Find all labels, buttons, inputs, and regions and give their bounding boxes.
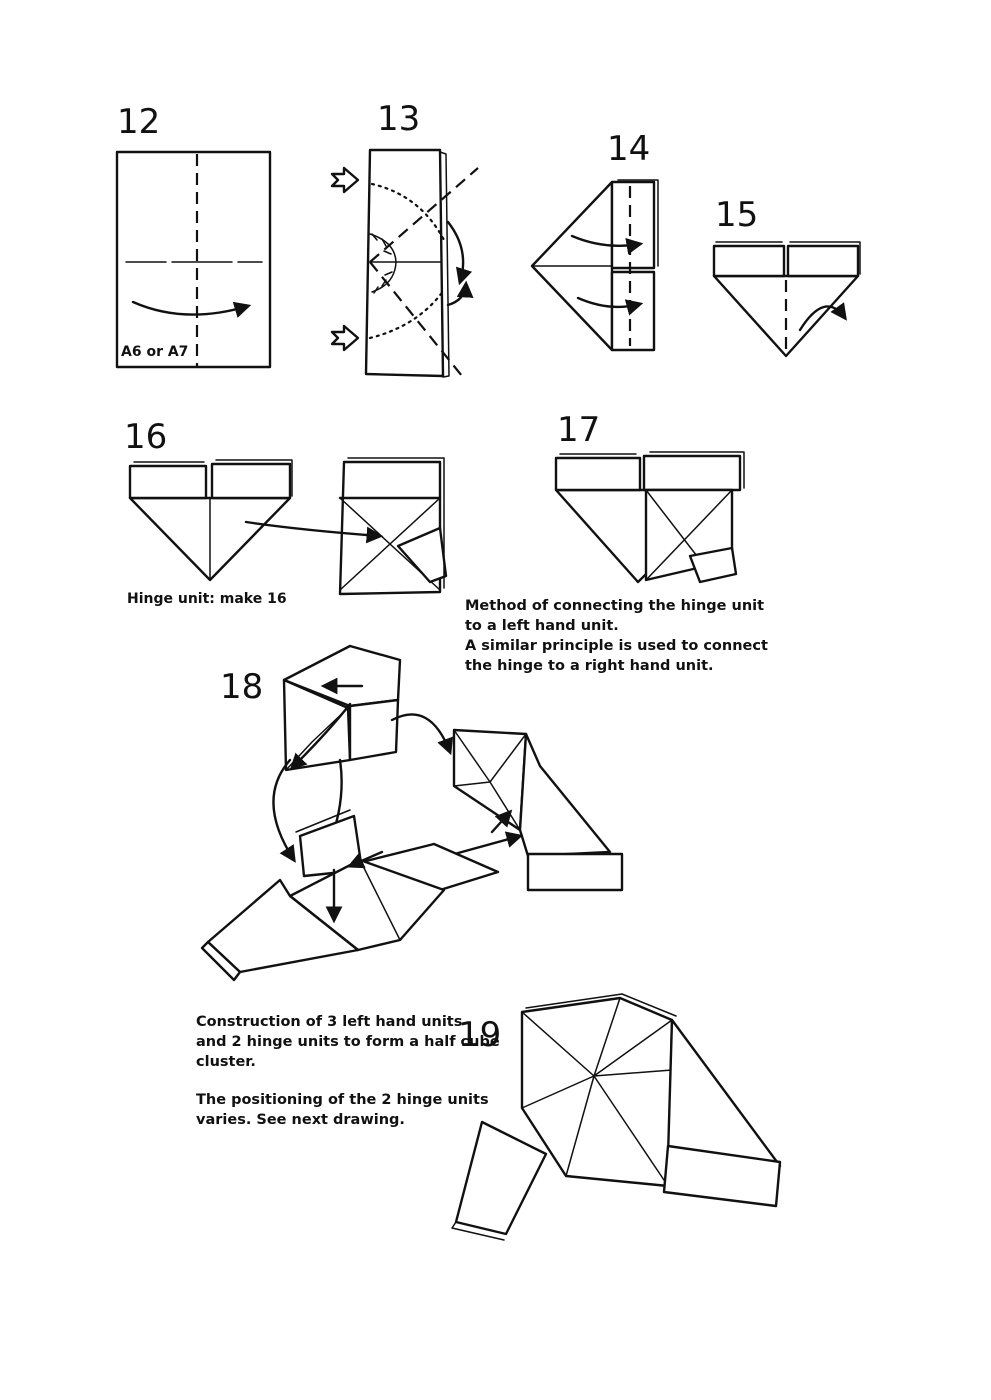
step-16-flap bbox=[396, 526, 448, 584]
step-18-caption-line-6: varies. See next drawing. bbox=[196, 1112, 405, 1128]
step-14-lower-flap bbox=[610, 270, 656, 352]
step-14: 14 bbox=[530, 129, 659, 352]
step-15-right-pocket bbox=[786, 244, 860, 278]
step-17-flap bbox=[688, 546, 738, 584]
step-16-caption: Hinge unit: make 16 bbox=[127, 591, 287, 607]
step-13-bottom-dotted-fold bbox=[368, 288, 446, 340]
step-14-lower-arrow bbox=[576, 296, 644, 316]
step-13-folded-paper bbox=[364, 148, 445, 378]
step-19-right-pocket bbox=[662, 1144, 782, 1208]
step-18: 18 Construction of 3 left hand units and… bbox=[196, 644, 624, 1128]
step-16-right-pocket bbox=[210, 462, 292, 500]
step-14-upper-layer bbox=[617, 179, 659, 267]
step-16-left-pocket bbox=[128, 464, 208, 500]
step-13-push-arrow-bottom bbox=[330, 324, 360, 352]
step-18-top-unit-front bbox=[282, 678, 352, 772]
step-14-number: 14 bbox=[607, 129, 650, 169]
step-15-turn-arrow bbox=[798, 302, 847, 332]
step-15-number: 15 bbox=[715, 195, 758, 235]
step-13-number: 13 bbox=[377, 99, 420, 139]
step-13-upper-diagonal-fold bbox=[369, 167, 479, 263]
step-16-unit-layers bbox=[347, 457, 445, 589]
step-17-pocket-layers bbox=[559, 451, 745, 489]
step-13: 13 bbox=[330, 99, 479, 378]
step-19-left-pocket bbox=[454, 1120, 548, 1236]
step-18-right-up-arrow bbox=[490, 809, 513, 834]
step-17-caption-line-4: the hinge to a right hand unit. bbox=[465, 658, 714, 674]
step-18-lower-hinge-layer bbox=[295, 809, 351, 833]
step-18-caption-line-1: Construction of 3 left hand units bbox=[196, 1014, 462, 1030]
step-13-paper-layers bbox=[439, 151, 450, 378]
step-18-base-wing bbox=[206, 878, 360, 974]
step-14-upper-flap bbox=[610, 180, 656, 270]
step-12-paper-size-label: A6 or A7 bbox=[121, 344, 188, 360]
step-14-upper-arrow bbox=[570, 234, 644, 255]
step-13-right-arrow-up bbox=[446, 280, 474, 307]
step-18-caption-line-2: and 2 hinge units to form a half cube bbox=[196, 1034, 500, 1050]
step-17-caption-line-3: A similar principle is used to connect bbox=[465, 638, 768, 654]
step-15-left-pocket bbox=[712, 244, 786, 278]
step-18-right-unit-pocket bbox=[526, 852, 624, 892]
step-12-paper bbox=[115, 150, 272, 369]
step-13-right-arrow-down bbox=[446, 220, 473, 286]
step-15-pocket-layers bbox=[715, 241, 861, 275]
step-16-number: 16 bbox=[124, 417, 167, 457]
step-16-insert-arrow bbox=[244, 520, 384, 544]
step-19-cluster-layers bbox=[525, 993, 677, 1017]
step-17-caption-line-2: to a left hand unit. bbox=[465, 618, 619, 634]
step-19-number: 19 bbox=[458, 1015, 501, 1055]
step-15: 15 bbox=[712, 195, 861, 358]
step-13-top-dotted-fold bbox=[370, 182, 446, 242]
step-12-fold-arrow bbox=[131, 300, 252, 318]
step-19-right-wing bbox=[666, 1018, 782, 1168]
step-13-angle-ticks bbox=[371, 233, 393, 294]
step-16-pocket-layers bbox=[133, 459, 293, 497]
step-17-caption: Method of connecting the hinge unit to a… bbox=[465, 598, 773, 674]
step-18-left-curve-arrow bbox=[272, 758, 296, 863]
step-12-number: 12 bbox=[117, 102, 160, 142]
step-17-right-pocket bbox=[642, 454, 742, 492]
step-18-caption-line-3: cluster. bbox=[196, 1054, 256, 1070]
step-18-top-unit-top bbox=[282, 644, 402, 708]
step-17-number: 17 bbox=[557, 410, 600, 450]
step-18-caption: Construction of 3 left hand units and 2 … bbox=[196, 1014, 505, 1128]
step-17-caption-line-1: Method of connecting the hinge unit bbox=[465, 598, 764, 614]
step-17: 17 Method of connecting the hinge unit t… bbox=[465, 410, 773, 674]
step-12: 12 A6 or A7 bbox=[115, 102, 272, 369]
step-16: 16 Hinge unit: make 16 bbox=[124, 417, 448, 607]
step-18-top-down-arrow bbox=[289, 702, 352, 771]
step-17-unit-diagonals bbox=[645, 489, 733, 581]
step-19-left-pocket-layer bbox=[451, 1221, 505, 1241]
step-17-left-pocket bbox=[554, 456, 642, 492]
step-18-caption-line-5: The positioning of the 2 hinge units bbox=[196, 1092, 489, 1108]
step-18-lower-insert-arrow bbox=[346, 850, 384, 869]
step-19-cluster-creases bbox=[521, 997, 673, 1187]
step-18-base-edge bbox=[200, 940, 242, 982]
step-18-right-arrow bbox=[390, 713, 454, 756]
step-16-receiving-unit bbox=[338, 460, 442, 596]
step-18-top-unit-side bbox=[348, 698, 400, 762]
step-15-triangle bbox=[712, 274, 860, 358]
step-13-push-arrow-top bbox=[330, 166, 360, 194]
step-19: 19 bbox=[451, 993, 782, 1241]
step-18-right-unit-wing bbox=[518, 732, 612, 858]
step-18-number: 18 bbox=[220, 667, 263, 707]
